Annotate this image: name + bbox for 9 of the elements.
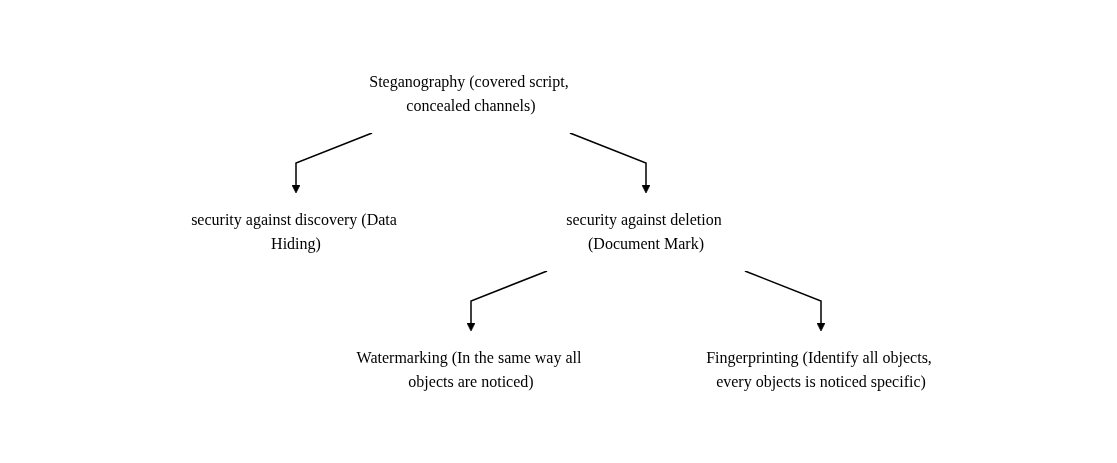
node-text: Watermarking (In the same way all objects are noticed): [356, 348, 582, 390]
node-text: Steganography (covered script, concealed channels): [369, 72, 569, 114]
node-text: Fingerprinting (Identify all objects, every objects is noticed specific): [706, 348, 932, 390]
arrow: [291, 131, 373, 193]
node-text: security against deletion (Document Mark): [566, 210, 722, 252]
arrow: [744, 269, 826, 331]
node-text: security against discovery (Data Hiding): [191, 210, 397, 252]
arrow: [569, 131, 651, 193]
arrow: [466, 269, 548, 331]
